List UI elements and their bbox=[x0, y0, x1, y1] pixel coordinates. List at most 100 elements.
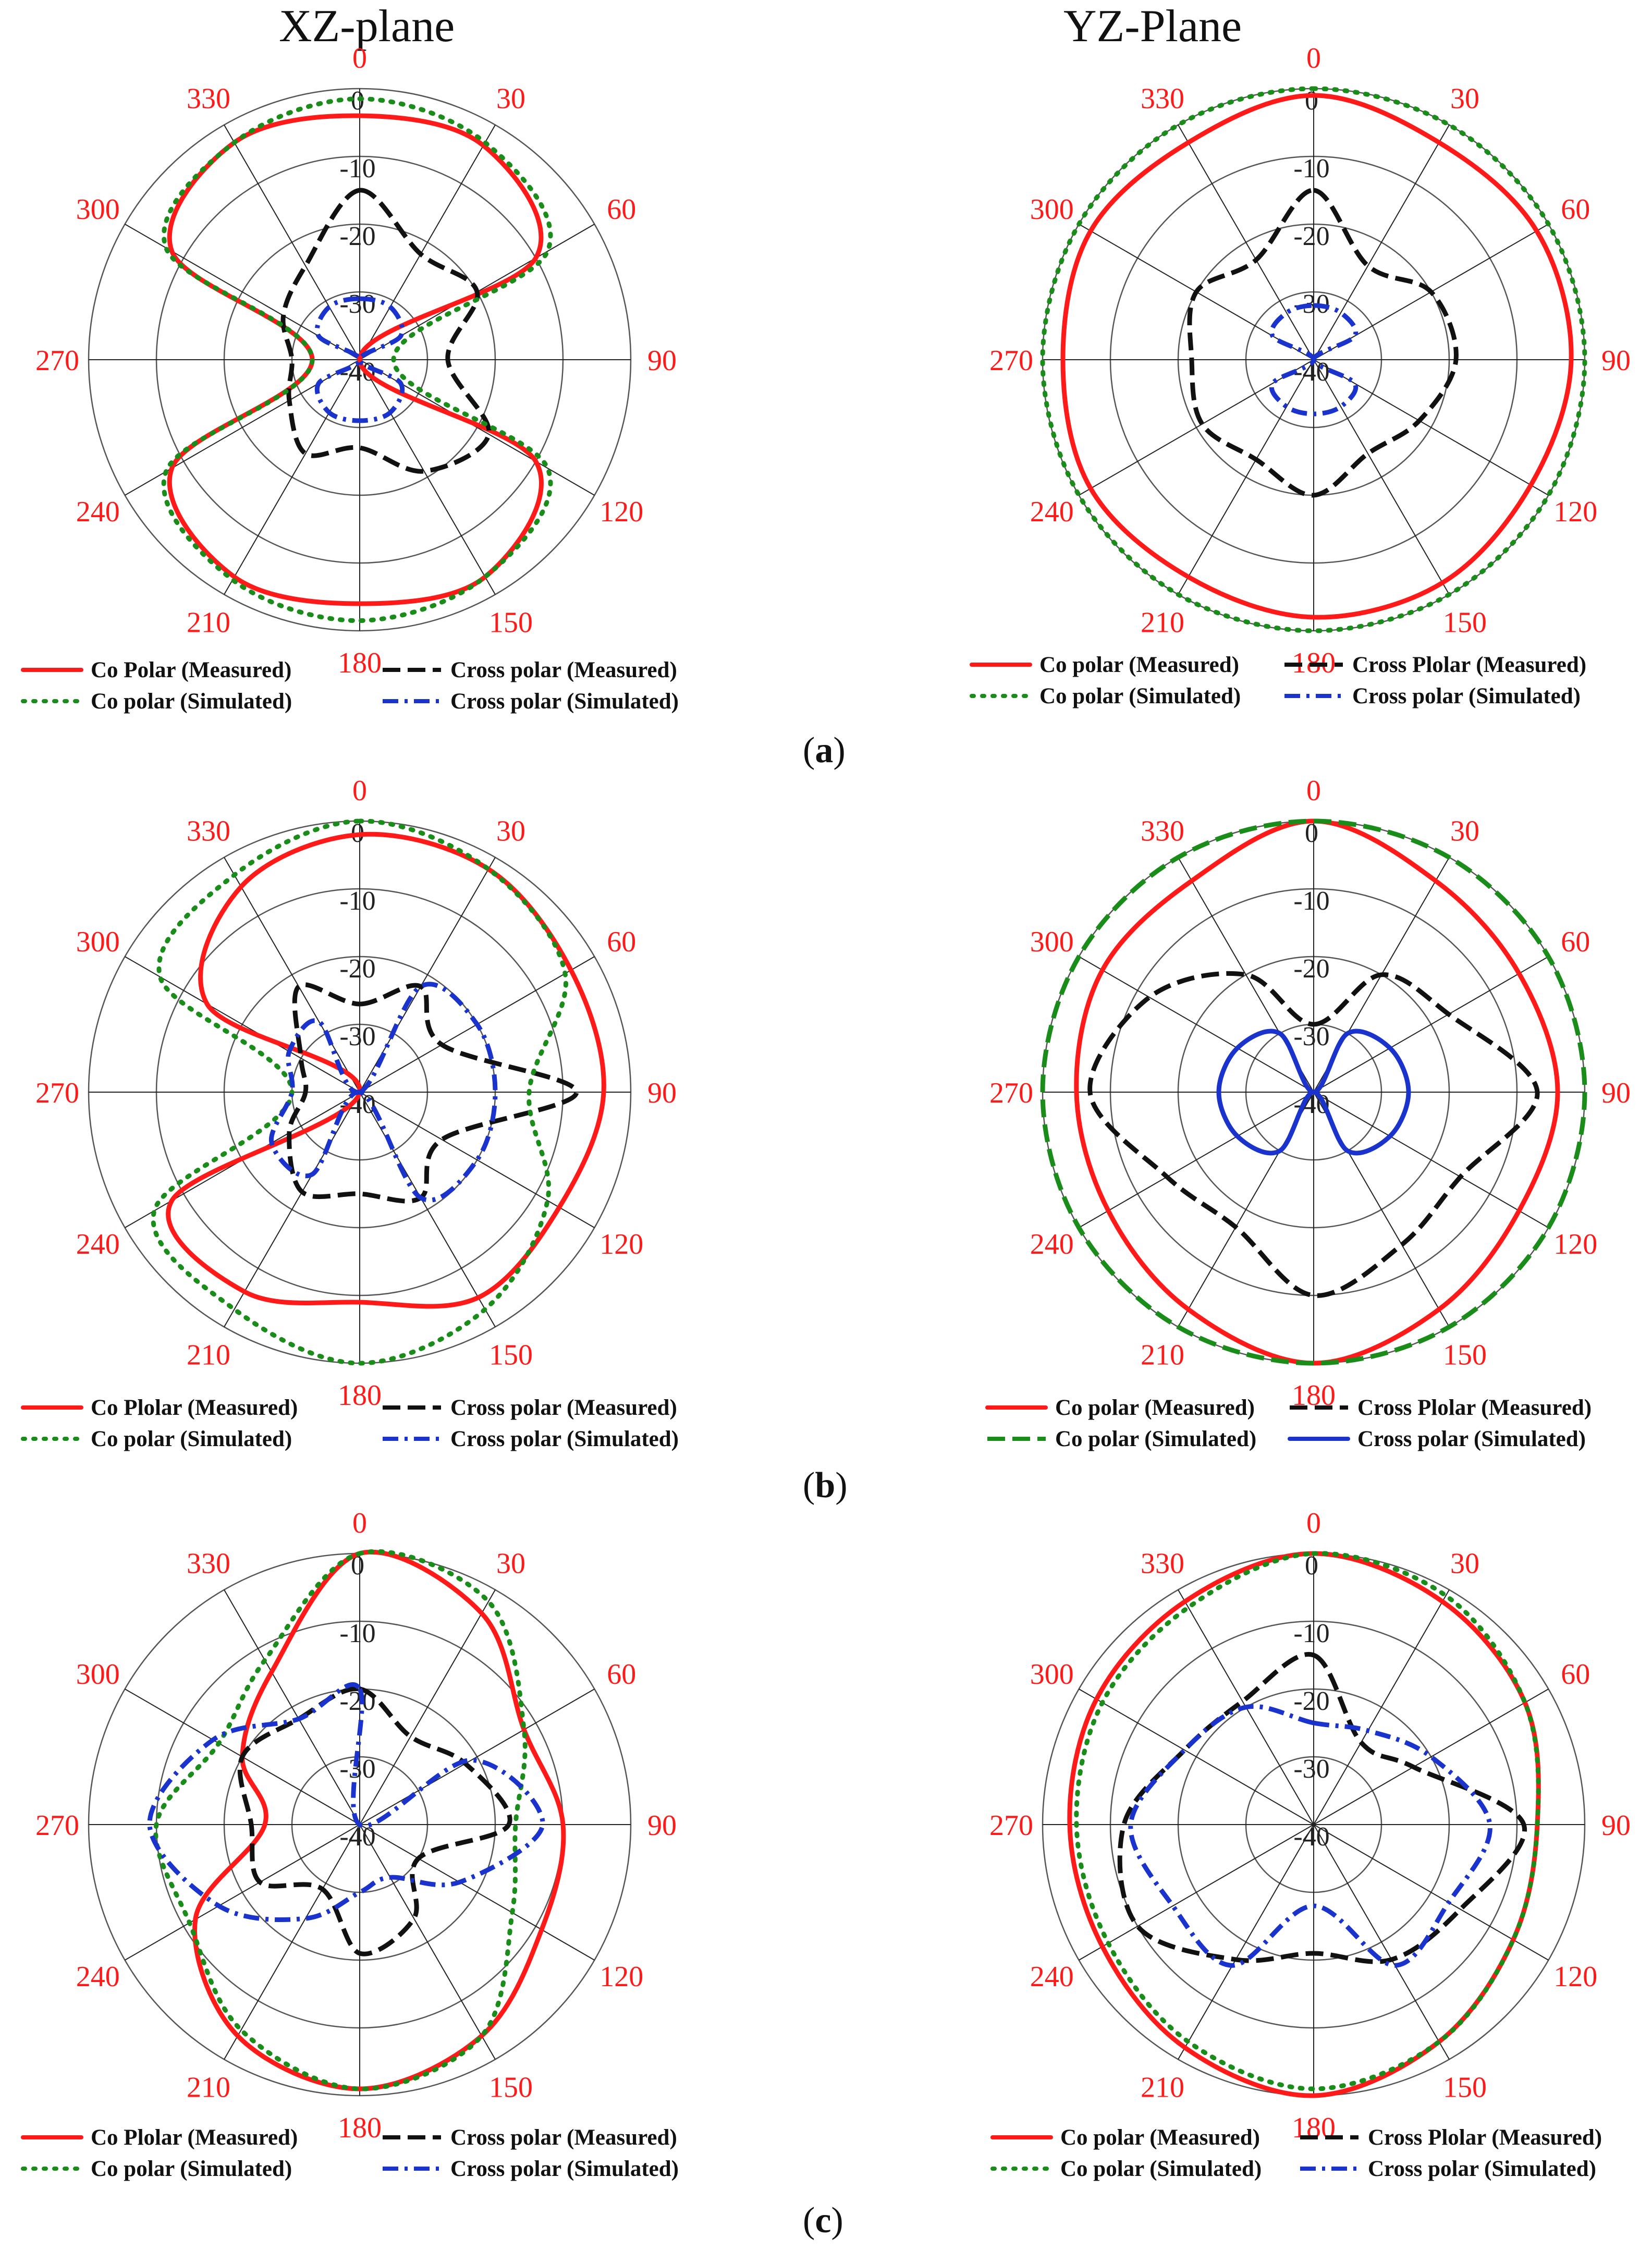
legend-label: Cross polar (Simulated) bbox=[1352, 683, 1581, 708]
angle-tick-label: 300 bbox=[76, 193, 120, 226]
radial-tick-label: -10 bbox=[1293, 154, 1329, 183]
series-line bbox=[1074, 818, 1560, 1366]
angle-tick-label: 150 bbox=[489, 2071, 533, 2103]
angle-tick-label: 120 bbox=[1553, 496, 1597, 528]
legend-item: Co polar (Measured) bbox=[990, 2122, 1260, 2153]
angle-tick-label: 270 bbox=[35, 1077, 79, 1109]
legend-label: Cross polar (Simulated) bbox=[1357, 1426, 1586, 1451]
grid-spoke bbox=[359, 359, 496, 595]
legend-item: Co polar (Simulated) bbox=[990, 2153, 1262, 2184]
angle-tick-label: 180 bbox=[338, 647, 382, 679]
legend-swatch bbox=[383, 1405, 441, 1410]
series-line bbox=[1187, 188, 1459, 498]
angle-tick-label: 120 bbox=[599, 1228, 643, 1261]
grid-spoke bbox=[1178, 125, 1314, 360]
angle-tick-label: 330 bbox=[187, 815, 230, 848]
series-line bbox=[1117, 1651, 1527, 1964]
grid-spoke bbox=[1313, 1092, 1549, 1228]
angle-tick-label: 150 bbox=[1443, 2071, 1487, 2103]
legend-item: Cross Plolar (Measured) bbox=[1298, 2122, 1602, 2153]
angle-tick-label: 240 bbox=[1030, 496, 1074, 528]
grid-spoke bbox=[1079, 1092, 1314, 1228]
legend-item: Co polar (Simulated) bbox=[21, 1423, 292, 1454]
legend-item: Cross Plolar (Measured) bbox=[1282, 649, 1586, 680]
radial-tick-label: -20 bbox=[339, 954, 375, 984]
series-line bbox=[161, 96, 553, 623]
grid-spoke bbox=[1313, 956, 1549, 1093]
legend-label: Co polar (Simulated) bbox=[1055, 1426, 1257, 1451]
series-line bbox=[1269, 303, 1359, 417]
legend-label: Co polar (Measured) bbox=[1055, 1395, 1255, 1420]
caption-b: (b) bbox=[803, 1465, 848, 1506]
grid-spoke bbox=[1313, 125, 1450, 360]
angle-tick-label: 30 bbox=[1450, 815, 1479, 848]
series-line bbox=[237, 1686, 512, 1956]
grid-spoke bbox=[359, 1092, 496, 1327]
series-line bbox=[1060, 93, 1574, 620]
legend-item: Cross polar (Simulated) bbox=[1298, 2153, 1596, 2184]
angle-tick-label: 90 bbox=[1601, 345, 1631, 377]
angle-tick-label: 210 bbox=[1141, 2071, 1184, 2103]
angle-tick-label: 60 bbox=[1561, 193, 1590, 226]
radial-tick-label: -20 bbox=[1293, 1686, 1329, 1716]
legend-swatch bbox=[990, 2167, 1053, 2171]
legend-item: Cross polar (Simulated) bbox=[381, 686, 679, 717]
angle-tick-label: 210 bbox=[187, 2071, 230, 2103]
legend-item: Cross polar (Simulated) bbox=[1288, 1423, 1586, 1454]
series-line bbox=[1216, 1029, 1411, 1156]
grid-spoke bbox=[1313, 359, 1549, 496]
series-line bbox=[1087, 971, 1540, 1298]
angle-tick-label: 150 bbox=[1443, 606, 1487, 639]
angle-tick-label: 30 bbox=[1450, 83, 1479, 115]
angle-tick-label: 0 bbox=[352, 775, 367, 807]
grid-spoke bbox=[224, 359, 360, 595]
radial-tick-label: -10 bbox=[339, 154, 375, 183]
series-line bbox=[153, 1549, 528, 2091]
angle-tick-label: 270 bbox=[35, 345, 79, 377]
legend-label: Co Plolar (Measured) bbox=[91, 2125, 298, 2150]
grid-spoke bbox=[1079, 359, 1314, 496]
angle-tick-label: 240 bbox=[1030, 1961, 1074, 1993]
legend-swatch bbox=[383, 1437, 441, 1441]
legend-item: Co polar (Simulated) bbox=[21, 686, 292, 717]
legend-item: Cross Plolar (Measured) bbox=[1288, 1392, 1592, 1423]
legend-item: Co polar (Simulated) bbox=[970, 680, 1241, 712]
legend-label: Cross polar (Simulated) bbox=[450, 689, 679, 714]
angle-tick-label: 0 bbox=[1306, 775, 1321, 807]
legend-swatch bbox=[1290, 1405, 1348, 1410]
angle-tick-label: 300 bbox=[1030, 926, 1074, 958]
legend-swatch bbox=[1284, 663, 1343, 667]
grid-spoke bbox=[1079, 1824, 1314, 1961]
legend-item: Cross polar (Measured) bbox=[381, 1392, 677, 1423]
legend-label: Cross Plolar (Measured) bbox=[1368, 2125, 1602, 2150]
legend-item: Co polar (Measured) bbox=[985, 1392, 1255, 1423]
angle-tick-label: 0 bbox=[1306, 42, 1321, 75]
column-title-xz: XZ-plane bbox=[279, 1, 455, 52]
legend-label: Co polar (Simulated) bbox=[91, 2156, 292, 2181]
angle-tick-label: 270 bbox=[989, 1077, 1033, 1109]
angle-tick-label: 240 bbox=[1030, 1228, 1074, 1261]
angle-tick-label: 300 bbox=[1030, 193, 1074, 226]
legend-swatch bbox=[21, 2135, 83, 2139]
grid-spoke bbox=[224, 1092, 360, 1327]
angle-tick-label: 270 bbox=[35, 1809, 79, 1842]
legend-label: Co Polar (Measured) bbox=[91, 657, 292, 682]
angle-tick-label: 30 bbox=[496, 1548, 525, 1580]
grid-spoke bbox=[359, 1589, 496, 1825]
legend-label: Cross Plolar (Measured) bbox=[1357, 1395, 1592, 1420]
grid-spoke bbox=[224, 857, 360, 1093]
angle-tick-label: 60 bbox=[607, 926, 636, 958]
legend-swatch bbox=[21, 2167, 83, 2171]
legend-swatch bbox=[383, 699, 441, 703]
caption-a: (a) bbox=[803, 730, 846, 770]
grid-spoke bbox=[125, 1824, 360, 1961]
column-title-yz: YZ-Plane bbox=[1063, 1, 1242, 52]
grid-spoke bbox=[359, 1092, 595, 1228]
angle-tick-label: 330 bbox=[1141, 815, 1184, 848]
angle-tick-label: 180 bbox=[338, 1379, 382, 1412]
